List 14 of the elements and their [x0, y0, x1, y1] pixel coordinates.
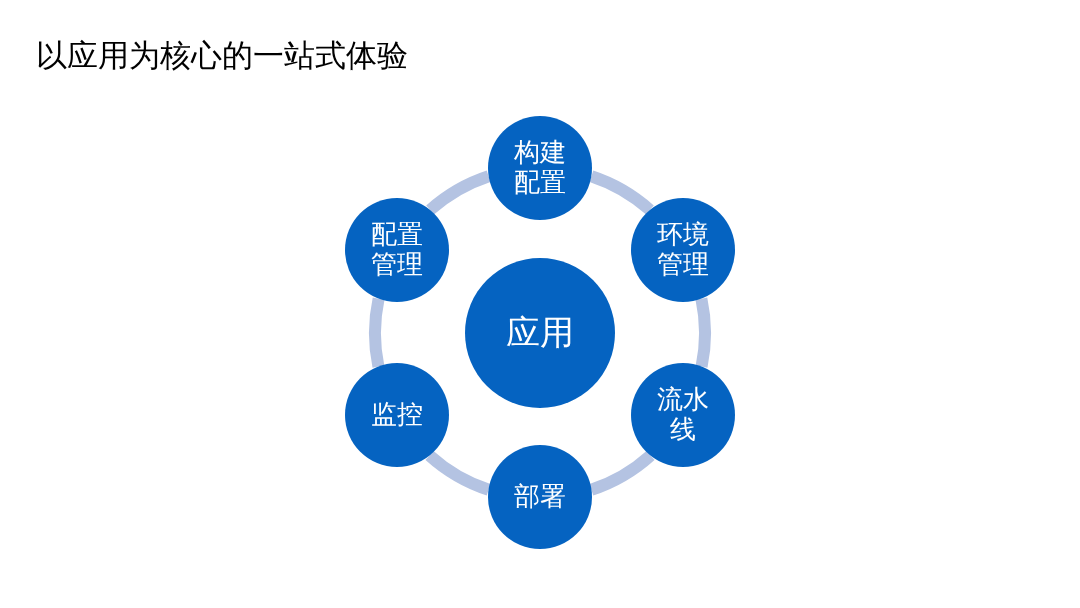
node-label: 环境管理	[656, 220, 710, 280]
node-label: 构建配置	[513, 138, 567, 198]
node-label: 流水线	[656, 385, 710, 445]
ring-connector	[589, 450, 655, 496]
ring-connector	[425, 450, 491, 496]
ring-connector	[426, 170, 491, 215]
slide-title: 以应用为核心的一站式体验	[36, 36, 408, 75]
node-label: 监控	[371, 400, 423, 430]
node-label: 应用	[506, 313, 574, 353]
node-label: 部署	[514, 482, 566, 512]
ring-connector	[589, 170, 654, 215]
ring-connector	[369, 297, 385, 368]
node-label: 配置管理	[370, 220, 424, 280]
ring-connector	[695, 297, 711, 368]
